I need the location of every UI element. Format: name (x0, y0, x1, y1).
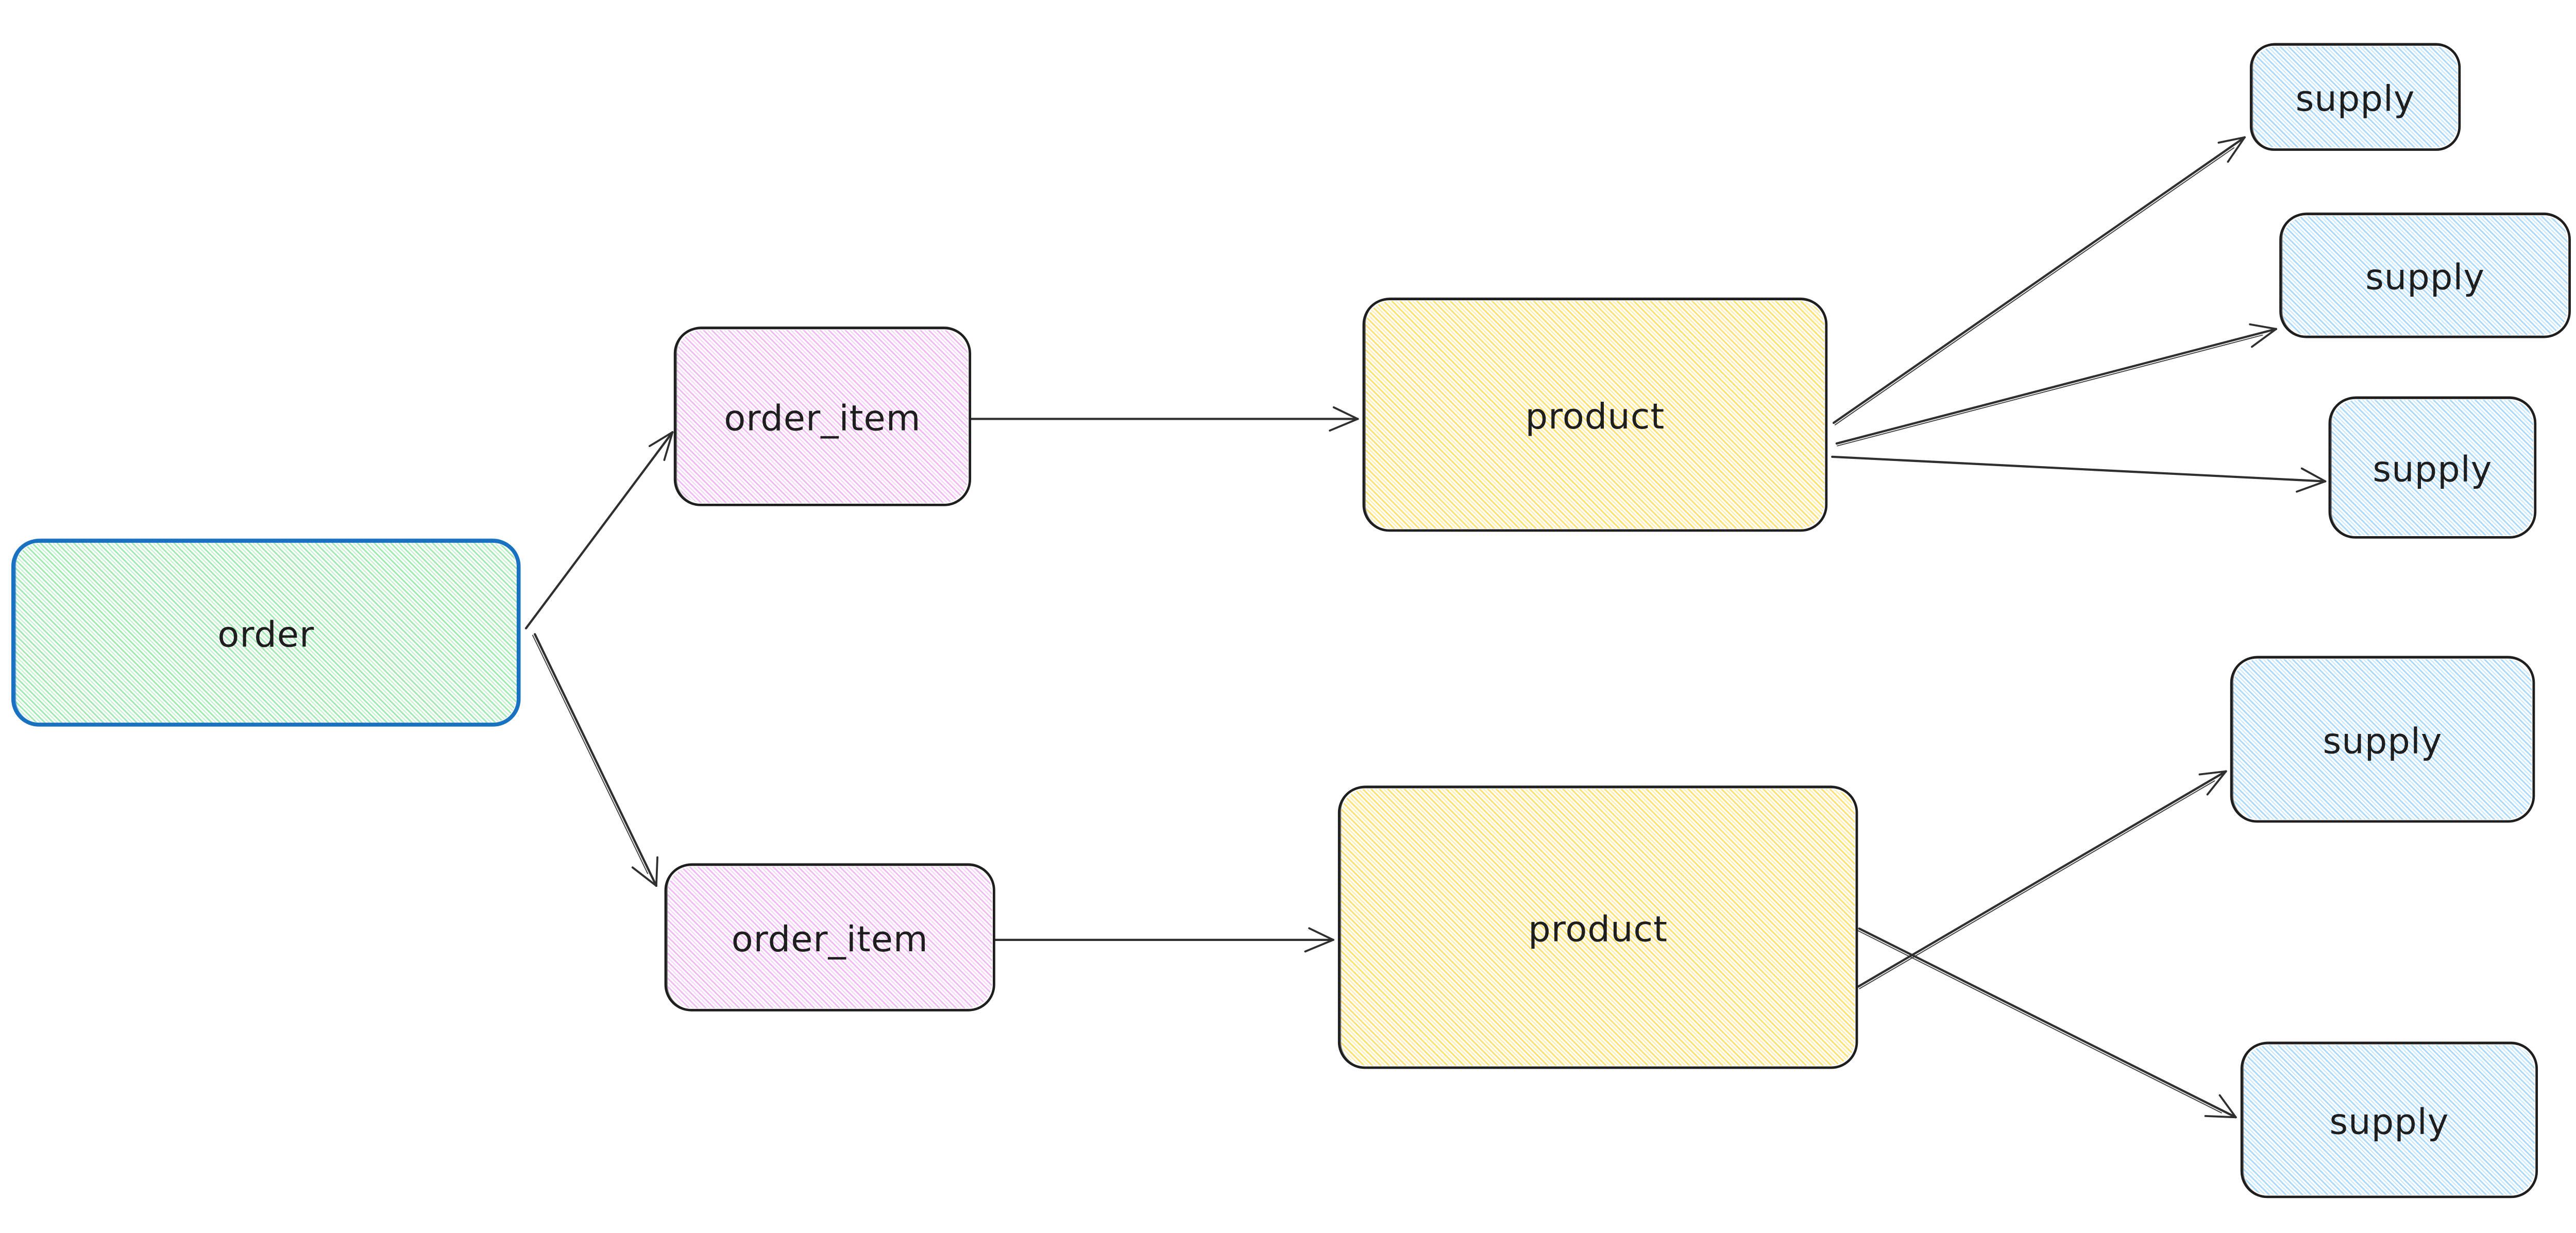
nodes-layer: orderorder_itemorder_itemproductproducts… (11, 43, 2571, 1198)
edge-overdraw-line (532, 635, 649, 875)
arrowhead-icon (2249, 323, 2277, 330)
edge-product_1-to-supply_1[interactable] (1833, 136, 2246, 425)
node-label-supply_1: supply (2296, 78, 2415, 119)
edge-order-to-order_item_1[interactable] (524, 431, 674, 630)
edge-line (534, 633, 658, 887)
arrowhead-icon (1308, 927, 1334, 941)
node-outline (1362, 298, 1828, 532)
edge-overdraw-line (1837, 334, 2263, 447)
node-outline (2249, 43, 2461, 151)
node-supply_1[interactable]: supply (2249, 43, 2461, 151)
node-fill (667, 866, 992, 1008)
node-product_1[interactable]: product (1362, 297, 1828, 532)
edge-order_item_1-to-product_1[interactable] (970, 406, 1359, 432)
edge-product_1-to-supply_2[interactable] (1835, 323, 2278, 447)
node-label-supply_2: supply (2365, 257, 2485, 298)
arrowhead-icon (2217, 136, 2246, 144)
node-outline (2328, 396, 2537, 539)
arrowhead-icon (655, 856, 658, 887)
node-outline (664, 863, 995, 1012)
edges-layer (524, 136, 2327, 1119)
node-supply_4[interactable]: supply (2230, 656, 2535, 823)
arrowhead-icon (648, 431, 674, 448)
node-product_2[interactable]: product (1337, 785, 1858, 1069)
arrowhead-icon (2296, 480, 2327, 493)
arrowhead-icon (663, 431, 674, 461)
arrowhead-icon (1329, 418, 1359, 432)
edge-product_1-to-supply_3[interactable] (1831, 455, 2327, 493)
node-outline (11, 539, 521, 727)
node-outline (673, 327, 972, 506)
node-fill (2253, 46, 2458, 148)
arrowhead-icon (2198, 770, 2227, 776)
edge-overdraw-line (1857, 930, 2222, 1114)
node-label-order_item_1: order_item (724, 398, 921, 439)
node-outline (2279, 213, 2571, 338)
node-order[interactable]: order (11, 538, 521, 727)
arrowhead-icon (2218, 1094, 2237, 1119)
node-outline (1337, 785, 1858, 1069)
edge-line (1835, 328, 2278, 445)
node-outline (2230, 656, 2535, 823)
edge-line (1831, 455, 2327, 483)
edge-order_item_2-to-product_2[interactable] (994, 927, 1334, 953)
node-fill (676, 330, 968, 503)
node-label-supply_3: supply (2372, 449, 2492, 490)
arrowhead-icon (631, 866, 657, 887)
node-label-order: order (217, 614, 314, 655)
node-fill (1341, 789, 1855, 1066)
node-fill (2233, 659, 2532, 820)
node-label-product_2: product (1528, 909, 1668, 950)
node-label-supply_5: supply (2329, 1101, 2449, 1142)
arrowhead-icon (2251, 328, 2277, 348)
node-order_item_1[interactable]: order_item (673, 326, 972, 506)
node-fill (2282, 216, 2568, 335)
node-label-supply_4: supply (2323, 721, 2443, 762)
edge-product_2-to-supply_5[interactable] (1857, 927, 2237, 1119)
node-supply_5[interactable]: supply (2240, 1041, 2538, 1198)
edge-line (1857, 770, 2227, 988)
node-fill (15, 542, 517, 723)
edge-overdraw-line (1834, 147, 2235, 425)
node-label-order_item_2: order_item (732, 919, 928, 960)
node-supply_3[interactable]: supply (2328, 396, 2537, 539)
arrowhead-icon (1304, 938, 1334, 953)
node-fill (1365, 301, 1825, 529)
edge-line (524, 431, 674, 630)
node-label-product_1: product (1525, 396, 1665, 437)
arrowhead-icon (2204, 1115, 2237, 1119)
edge-line (1858, 927, 2237, 1119)
node-order_item_2[interactable]: order_item (664, 863, 995, 1012)
edge-order-to-order_item_2[interactable] (532, 633, 658, 887)
arrowhead-icon (2206, 770, 2227, 796)
arrowhead-icon (2227, 136, 2246, 163)
arrowhead-icon (1332, 406, 1359, 420)
node-supply_2[interactable]: supply (2279, 212, 2571, 338)
edge-product_2-to-supply_4[interactable] (1857, 770, 2227, 989)
node-outline (2240, 1041, 2538, 1198)
node-fill (2331, 400, 2533, 536)
node-fill (2243, 1045, 2535, 1195)
arrowhead-icon (2300, 467, 2327, 483)
edge-overdraw-line (1859, 780, 2215, 989)
edge-line (1833, 136, 2246, 424)
